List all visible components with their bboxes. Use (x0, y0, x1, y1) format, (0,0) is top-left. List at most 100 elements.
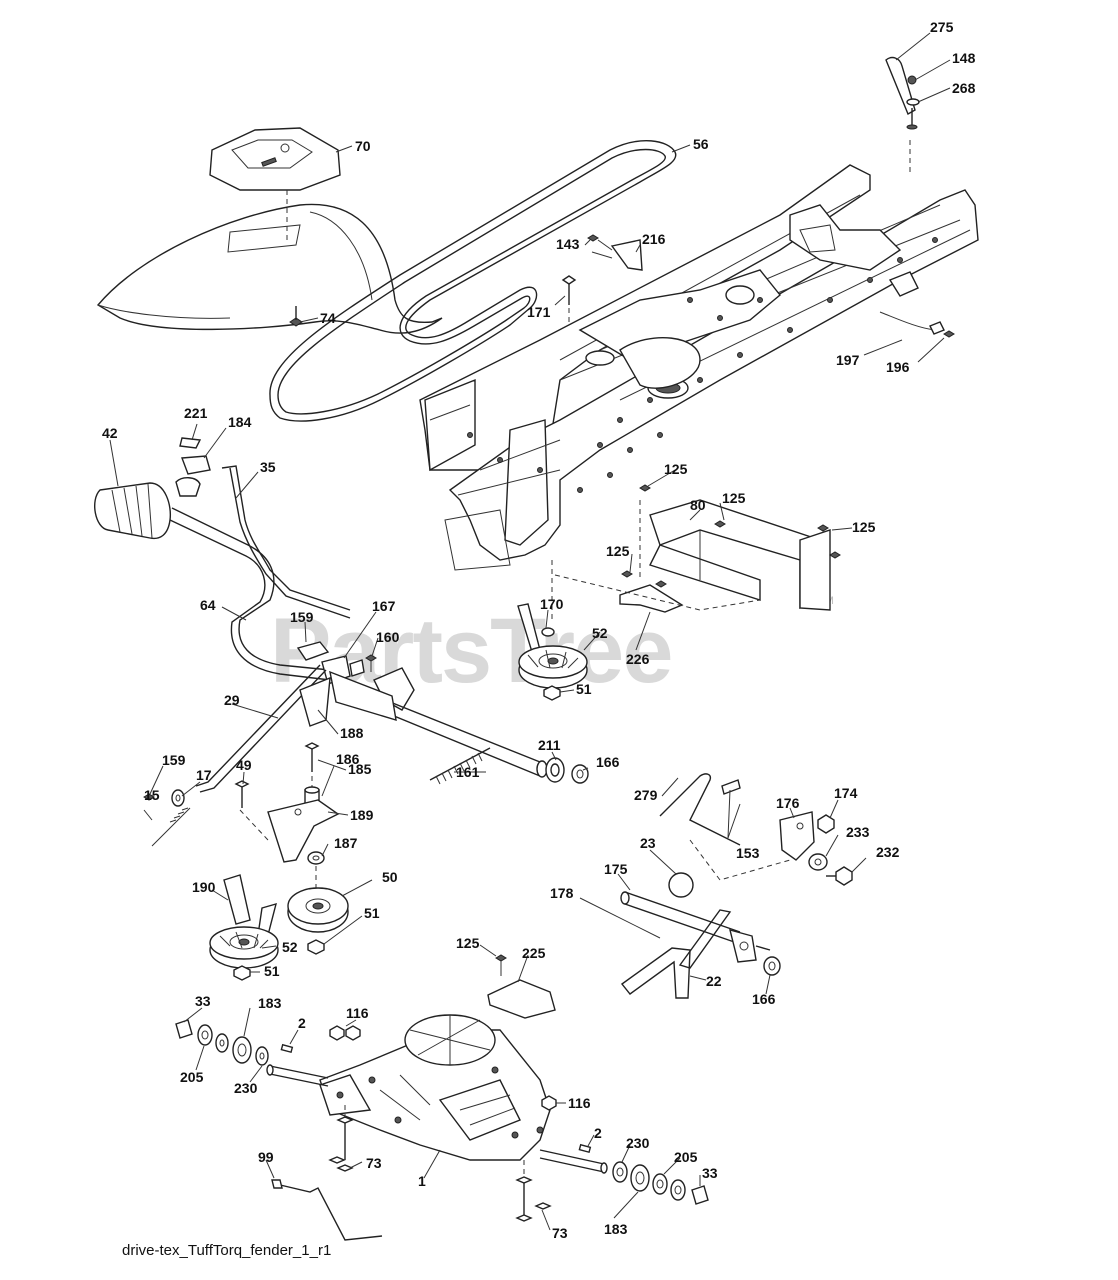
callout-221: 221 (184, 405, 208, 421)
callout-185: 185 (348, 761, 372, 777)
callout-73-b: 73 (552, 1225, 568, 1241)
shaft-22 (678, 909, 771, 969)
washer-166-lower (763, 956, 781, 976)
rod-29 (195, 664, 327, 793)
callout-233: 233 (846, 824, 870, 840)
leader-lines (109, 32, 951, 1231)
nut-51-upper (543, 685, 561, 701)
washer-166-upper (571, 764, 589, 784)
diagram-caption: drive-tex_TuffTorq_fender_1_r1 (122, 1242, 331, 1259)
callout-125-d: 125 (606, 543, 630, 559)
callout-23: 23 (640, 835, 656, 851)
washer-17 (171, 789, 185, 807)
callout-35: 35 (260, 459, 276, 475)
callout-99: 99 (258, 1149, 274, 1165)
washer-205-left (197, 1024, 213, 1046)
callout-232: 232 (876, 844, 900, 860)
bolt-232 (826, 866, 853, 886)
spring-15 (151, 807, 191, 847)
spacer-187 (307, 851, 325, 865)
nut-51-lower (233, 965, 251, 981)
callout-51-c: 51 (264, 963, 280, 979)
bearing-183-left (232, 1036, 252, 1064)
callout-230-a: 230 (234, 1080, 258, 1096)
callout-161: 161 (456, 764, 480, 780)
callout-33-b: 33 (702, 1165, 718, 1181)
callout-22: 22 (706, 973, 722, 989)
shaft-175 (620, 891, 741, 945)
callout-230-b: 230 (626, 1135, 650, 1151)
callout-188: 188 (340, 725, 364, 741)
callout-160: 160 (376, 629, 400, 645)
bracket-184 (175, 455, 211, 497)
nut-174 (817, 814, 835, 834)
callout-175: 175 (604, 861, 628, 877)
callout-205-a: 205 (180, 1069, 204, 1085)
callout-187: 187 (334, 835, 358, 851)
callout-268: 268 (952, 80, 976, 96)
callout-167: 167 (372, 598, 396, 614)
callout-116-a: 116 (346, 1005, 369, 1021)
callout-29: 29 (224, 692, 240, 708)
callout-50: 50 (382, 869, 398, 885)
washer-205-right-2 (670, 1179, 686, 1201)
bolt-125-lower (495, 954, 507, 976)
callout-49: 49 (236, 757, 252, 773)
bracket-190 (223, 874, 277, 936)
bolt-49 (234, 780, 250, 808)
callout-184: 184 (228, 414, 252, 430)
rod-279 (659, 773, 741, 846)
callout-148: 148 (952, 50, 976, 66)
spring-197 (879, 311, 955, 338)
idler-bracket-189 (267, 799, 340, 863)
callout-labels: 275 148 268 70 56 143 216 171 74 197 196… (102, 19, 976, 1241)
callout-125-c: 125 (852, 519, 876, 535)
pin-160 (365, 654, 377, 672)
callout-74: 74 (320, 310, 336, 326)
nut-116-lower (541, 1095, 557, 1111)
callout-189: 189 (350, 807, 374, 823)
callout-190: 190 (192, 879, 216, 895)
callout-159-b: 159 (162, 752, 186, 768)
bearing-183-right (630, 1164, 650, 1192)
transaxle-1 (319, 1014, 551, 1161)
watermark-text: PartsTree (270, 600, 671, 702)
callout-225: 225 (522, 945, 546, 961)
callout-73-a: 73 (366, 1155, 382, 1171)
callout-125-e: 125 (456, 935, 480, 951)
callout-70: 70 (355, 138, 371, 154)
callout-205-b: 205 (674, 1149, 698, 1165)
o-ring-23 (668, 872, 694, 898)
callout-166-a: 166 (596, 754, 620, 770)
callout-2-a: 2 (298, 1015, 306, 1031)
clip-221 (179, 437, 202, 449)
callout-1: 1 (418, 1173, 426, 1189)
nut-51-mid (307, 939, 325, 955)
callout-42: 42 (102, 425, 118, 441)
pulley-50 (287, 887, 349, 933)
callout-183-a: 183 (258, 995, 282, 1011)
arm-178 (620, 947, 691, 999)
callout-170: 170 (540, 596, 564, 612)
callout-33-a: 33 (195, 993, 211, 1009)
callout-153: 153 (736, 845, 760, 861)
pulley-52-lower (209, 926, 279, 969)
callout-197: 197 (836, 352, 860, 368)
washer-230-left (215, 1033, 229, 1053)
callout-51-b: 51 (364, 905, 380, 921)
callout-166-b: 166 (752, 991, 776, 1007)
fender-assembly (96, 203, 443, 334)
hub-33-left (175, 1019, 193, 1039)
clip-153 (721, 779, 741, 795)
spring-161 (429, 747, 491, 785)
callout-196: 196 (886, 359, 910, 375)
callout-17: 17 (196, 767, 212, 783)
washer-205-right (652, 1173, 668, 1195)
callout-125-b: 125 (722, 490, 746, 506)
callout-211: 211 (538, 737, 561, 753)
bolts-125 (621, 484, 841, 588)
callout-143: 143 (556, 236, 580, 252)
fender-console-70 (209, 127, 341, 191)
bolts-73-left (328, 1116, 354, 1172)
